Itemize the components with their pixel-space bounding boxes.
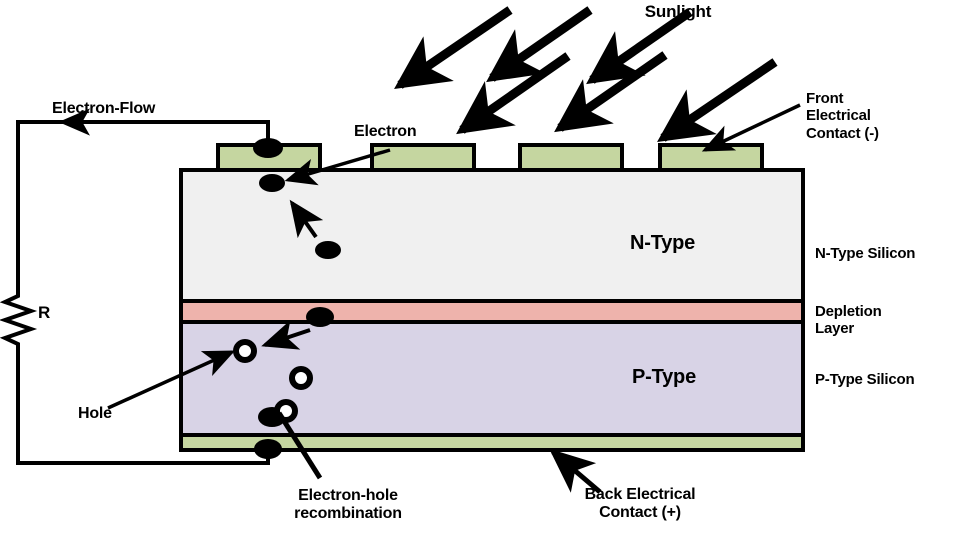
hole-drift-arrow [261, 320, 311, 350]
n-type-silicon-label: N-Type Silicon [815, 245, 916, 262]
hole-label-leader [107, 350, 236, 410]
front-contact-finger [370, 143, 476, 172]
back-contact-label-leader [549, 448, 602, 494]
electron-dot [253, 138, 283, 158]
electron-hole-recombination-label: Electron-hole recombination [294, 487, 402, 523]
front-electrical-contact-label: Front Electrical Contact (-) [806, 90, 879, 142]
electron-drift-arrow [289, 199, 324, 239]
resistor-label: R [38, 303, 51, 322]
n-type-silicon-layer [179, 168, 805, 303]
depletion-layer-label: Depletion Layer [815, 303, 882, 338]
electron-flow-label: Electron-Flow [52, 100, 156, 117]
electron-dot [259, 174, 285, 192]
hole-circle [289, 366, 313, 390]
sunlight-ray [554, 51, 668, 133]
charge-carriers [233, 138, 341, 459]
sunlight-ray [394, 6, 513, 90]
hole-circle [233, 339, 257, 363]
sunlight-rays [394, 6, 778, 143]
n-type-region-label: N-Type [630, 232, 696, 254]
front-contact-finger [518, 143, 624, 172]
front-contact-label-leader [701, 103, 801, 152]
p-type-region-label: P-Type [632, 366, 696, 388]
electron-dot [306, 307, 334, 327]
sunlight-label: Sunlight [644, 2, 712, 21]
sunlight-ray [456, 52, 571, 135]
sunlight-ray [486, 6, 593, 83]
leader-lines [107, 103, 801, 494]
cell-body [179, 168, 805, 452]
electron-label-leader [284, 148, 391, 186]
sunlight-ray [586, 8, 693, 85]
sunlight-ray [657, 58, 778, 143]
carrier-motion-arrows [261, 199, 324, 350]
electron-dot [315, 241, 341, 259]
hole-label: Hole [78, 405, 112, 422]
back-electrical-contact-layer [179, 433, 805, 452]
p-type-silicon-label: P-Type Silicon [815, 371, 915, 388]
resistor-symbol [0, 290, 38, 352]
front-contact-fingers [216, 143, 764, 172]
recombination-label-leader [276, 411, 323, 480]
depletion-layer-band [179, 299, 805, 324]
electron-label: Electron [354, 123, 417, 140]
electron-dot [254, 439, 282, 459]
back-electrical-contact-label: Back Electrical Contact (+) [584, 486, 696, 522]
